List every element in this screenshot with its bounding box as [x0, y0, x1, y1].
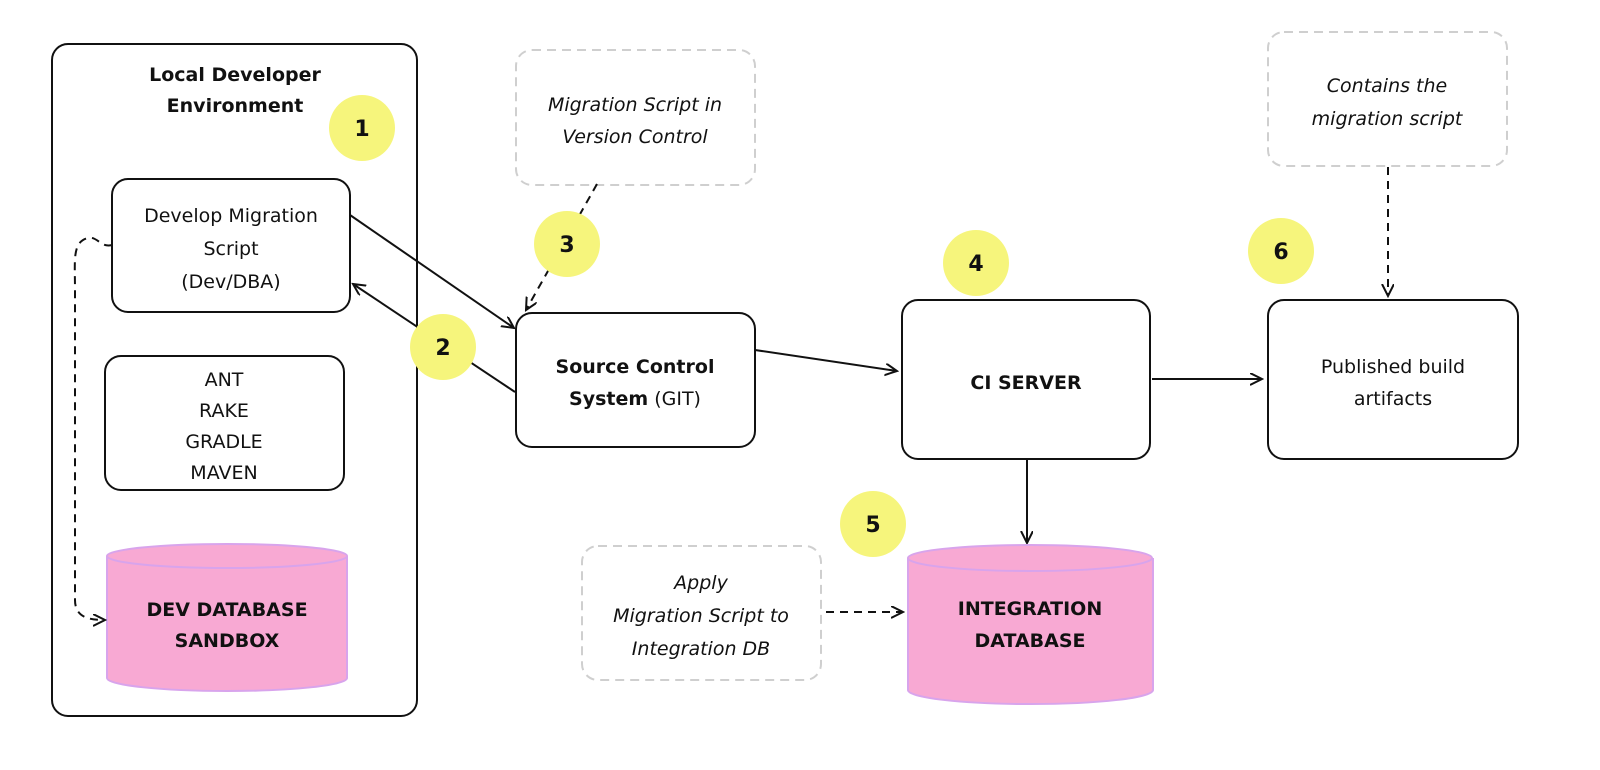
integration-db-line-2: DATABASE [974, 630, 1085, 652]
published-line-1: Published build [1321, 356, 1465, 378]
develop-line-1: Develop Migration [144, 205, 318, 227]
build-tool-ant: ANT [205, 369, 244, 391]
svg-text:6: 6 [1273, 240, 1288, 265]
svg-text:5: 5 [865, 513, 880, 538]
step-badge-1: 1 [329, 95, 395, 161]
apply-note-line-3: Integration DB [632, 638, 770, 660]
vc-note-line-1: Migration Script in [548, 94, 722, 116]
step-badge-3: 3 [534, 211, 600, 277]
apply-note-line-1: Apply [672, 572, 728, 594]
apply-note-line-2: Migration Script to [613, 605, 789, 627]
build-tools-box [104, 355, 345, 491]
integration-db-line-1: INTEGRATION [958, 598, 1102, 620]
svg-text:1: 1 [354, 117, 369, 142]
source-control-line-1: Source Control [556, 356, 715, 378]
local-env-title-1: Local Developer [149, 64, 321, 86]
svg-text:3: 3 [559, 233, 574, 258]
version-control-note [515, 49, 756, 186]
integration-database: INTEGRATION DATABASE [907, 544, 1154, 706]
dashed-arrow-develop-to-devdb [73, 236, 113, 620]
vc-note-line-2: Version Control [562, 126, 708, 148]
dev-database-sandbox: DEV DATABASE SANDBOX [106, 543, 348, 692]
published-line-2: artifacts [1354, 388, 1432, 410]
arrow-develop-to-source [349, 214, 514, 328]
build-tool-rake: RAKE [199, 400, 249, 422]
ci-server-label: CI SERVER [970, 372, 1082, 394]
step-badge-5: 5 [840, 491, 906, 557]
svg-text:2: 2 [435, 336, 450, 361]
step-badge-6: 6 [1248, 218, 1314, 284]
source-control-line-2: System (GIT) [569, 388, 701, 410]
artifact-note-line-1: Contains the [1327, 75, 1447, 97]
artifact-note [1267, 31, 1508, 167]
arrow-source-to-ci [754, 349, 897, 371]
artifact-note-line-2: migration script [1312, 108, 1464, 130]
published-artifacts-box [1267, 299, 1519, 460]
apply-migration-note [581, 545, 822, 681]
build-tool-maven: MAVEN [190, 462, 257, 484]
step-badge-2: 2 [410, 314, 476, 380]
dev-db-line-1: DEV DATABASE [146, 599, 307, 621]
local-env-title-2: Environment [167, 95, 304, 117]
develop-line-2: Script [203, 238, 258, 260]
develop-line-3: (Dev/DBA) [181, 271, 280, 293]
build-tool-gradle: GRADLE [185, 431, 262, 453]
svg-text:4: 4 [968, 252, 983, 277]
step-badge-4: 4 [943, 230, 1009, 296]
source-control-system-box [515, 312, 756, 448]
dev-db-line-2: SANDBOX [175, 630, 280, 652]
